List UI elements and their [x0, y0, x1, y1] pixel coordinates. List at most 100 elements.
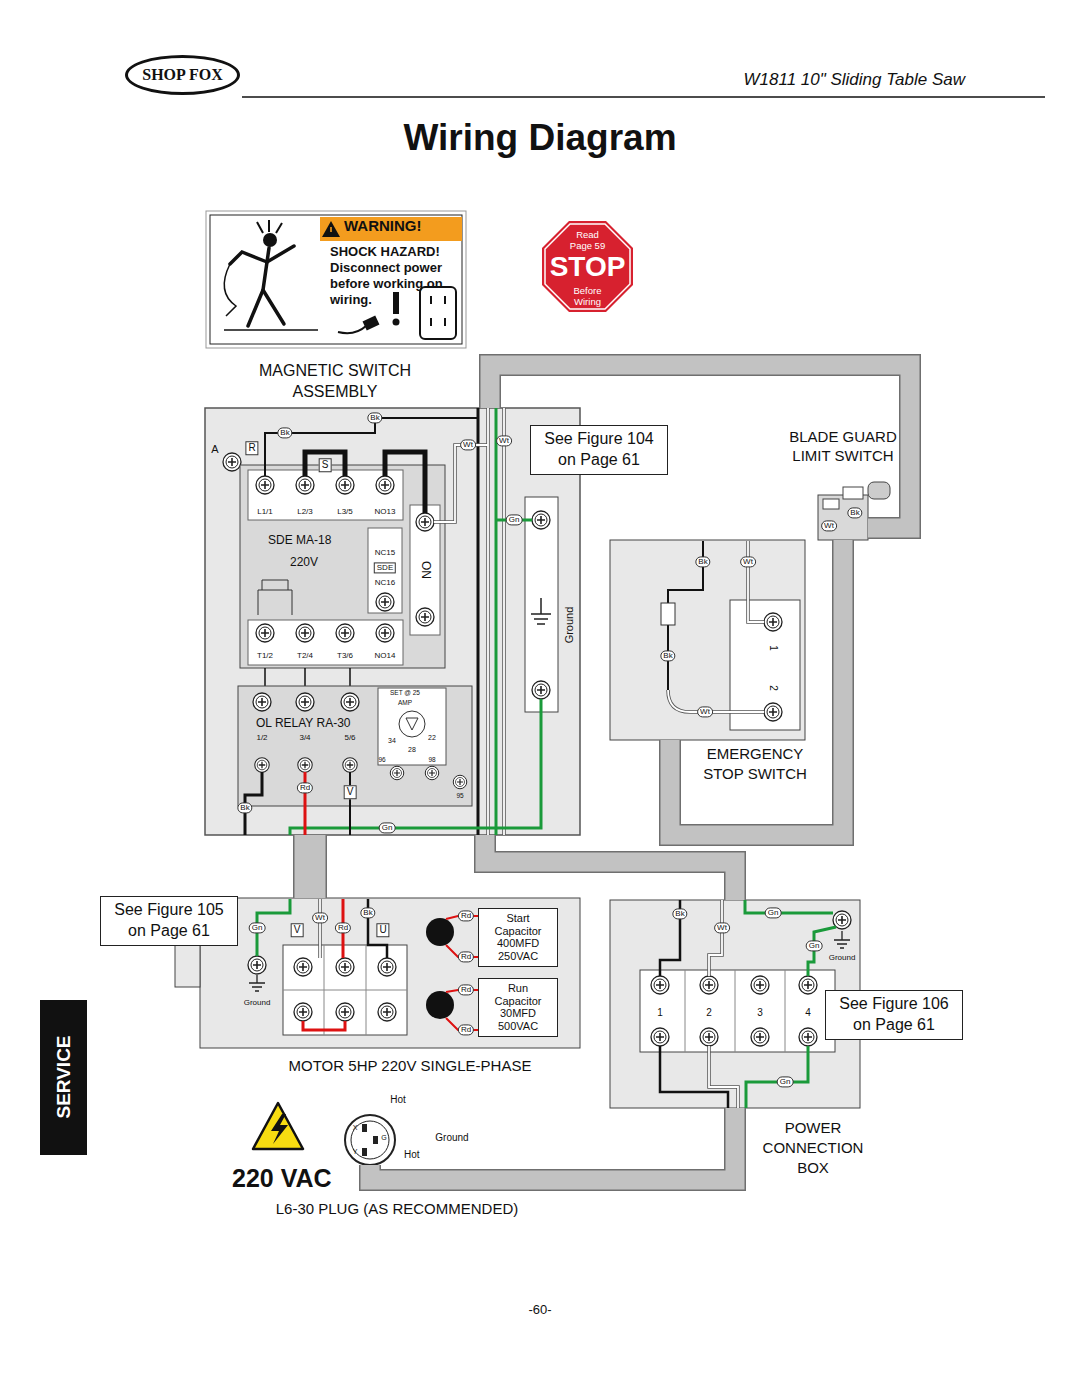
brand-logo: SHOP FOX: [125, 55, 240, 95]
conduit-cable: [670, 540, 843, 835]
limit-switch: BLADE GUARD LIMIT SWITCH: [818, 495, 868, 540]
label-text: SET @ 25: [390, 689, 420, 696]
warning-label-art-part: [363, 316, 380, 331]
label-text: L3/5: [337, 507, 353, 516]
label-text: G: [381, 1134, 386, 1142]
plug-art-part: [345, 1115, 395, 1165]
power-box-art-part: [799, 976, 817, 994]
label-text: 5/6: [344, 733, 355, 742]
wire-color-tag: Gn: [765, 907, 782, 918]
label-text: 28: [408, 746, 416, 754]
warning-label-art-part: [431, 296, 445, 326]
section-tab: SERVICE: [40, 1000, 87, 1155]
wire-color-tag: Rd: [458, 1024, 474, 1035]
label-text: L2/3: [297, 507, 313, 516]
motor-art-part: [378, 958, 396, 976]
label-text: Hot: [404, 1149, 420, 1161]
node-text: SHOP FOX: [128, 65, 237, 84]
magnetic-switch-box: MAGNETIC SWITCH ASSEMBLYSDE MA-18220VOL …: [205, 408, 580, 835]
node-text: 220V: [290, 555, 330, 569]
magnetic-switch-art-part: [290, 408, 541, 835]
magnetic-switch-art-part: [390, 766, 404, 780]
label-text: 3: [757, 1007, 763, 1019]
emergency-stop-art-part: [668, 541, 764, 712]
node-text: BLADE GUARD LIMIT SWITCH: [785, 427, 901, 465]
magnetic-switch-art-part: [296, 693, 314, 711]
header-rule-part: [242, 96, 1045, 98]
wire-color-tag: Rd: [458, 910, 474, 921]
motor-art-part: [200, 898, 580, 1048]
label-text: NO13: [375, 507, 396, 516]
power-box-art-part: [751, 976, 769, 994]
warning-label-art-part: [257, 220, 282, 233]
power-box-art-part: [799, 1028, 817, 1046]
warning-label-art-part: [224, 264, 236, 316]
hazard-triangle-part: [253, 1103, 303, 1149]
plug-art-part: [362, 1124, 367, 1132]
power-box-art-part: [685, 970, 785, 1052]
node-text: Start Capacitor 400MFD 250VAC: [485, 912, 551, 963]
emergency-stop-art: [610, 540, 805, 740]
stop-sign: Read Page 59STOPBefore Wiring: [542, 221, 633, 312]
motor-art-part: [318, 899, 322, 958]
warning-label: WARNING!SHOCK HAZARD! Disconnect power b…: [206, 211, 466, 348]
wire-color-tag: Rd: [335, 922, 351, 933]
emergency-stop-art-part: [764, 703, 782, 721]
warning-label-art-part: [330, 227, 332, 232]
wire-color-tag: Bk: [237, 802, 252, 813]
motor-art-part: [336, 1003, 354, 1021]
conduit-fill: [485, 835, 735, 900]
terminal-letter: V: [291, 923, 304, 937]
motor-box: MOTOR 5HP 220V SINGLE-PHASEStart Capacit…: [200, 898, 580, 1048]
node-text: See Figure 104 on Page 61: [537, 429, 661, 471]
terminal-letter: R: [245, 441, 258, 455]
label-text: A: [211, 443, 218, 456]
warning-label-art-part: [338, 326, 366, 333]
node-text: L6-30 PLUG (AS RECOMMENDED): [270, 1200, 524, 1218]
power-box-art-part: [700, 1028, 718, 1046]
conduit-outline: [490, 365, 910, 528]
power-box-art-part: [651, 1028, 669, 1046]
motor-art-part: [426, 918, 454, 946]
motor-art-part: [248, 956, 266, 974]
magnetic-switch-art-part: [253, 693, 271, 711]
magnetic-switch-art-part: [298, 758, 312, 772]
magnetic-switch-art-part: [410, 505, 440, 635]
conduit-fill: [490, 365, 910, 528]
magnetic-switch-art-part: [256, 476, 274, 494]
magnetic-switch-art-part: [406, 718, 418, 730]
magnetic-switch-art-part: [376, 476, 394, 494]
emergency-stop-art-part: [661, 603, 675, 625]
power-box-art-part: [610, 900, 860, 1108]
conduit-outline: [670, 540, 843, 835]
limit-switch-art-part: [823, 499, 839, 509]
wire-color-tag: Wt: [714, 922, 730, 933]
magnetic-switch-art-part: [525, 497, 558, 712]
conduit-cable: [370, 1108, 735, 1180]
label-text: 1/2: [256, 733, 267, 742]
figure-callout: See Figure 106 on Page 61: [825, 990, 963, 1040]
warning-label-art-part: [420, 287, 456, 339]
motor-art-part: [446, 916, 478, 1030]
node-text: Ground: [563, 607, 576, 644]
motor-art-part: [303, 899, 345, 1030]
plug-art: [345, 1115, 395, 1165]
warning-label-art-part: [206, 211, 466, 348]
node-text: MOTOR 5HP 220V SINGLE-PHASE: [240, 1057, 580, 1075]
terminal-letter: V: [344, 785, 357, 799]
magnetic-switch-art-part: [349, 772, 351, 835]
label-text: T1/2: [257, 651, 273, 660]
motor-art-part: [426, 991, 454, 1019]
magnetic-switch-art-part: [296, 476, 314, 494]
label-text: Y: [353, 1148, 358, 1156]
motor-art-part: [378, 1003, 396, 1021]
warning-label-art-part: [210, 215, 462, 344]
label-text: 96: [378, 756, 385, 763]
label-text: 3/4: [299, 733, 310, 742]
power-box-art-part: [834, 931, 850, 948]
magnetic-switch-art-part: [223, 453, 241, 471]
node-text: See Figure 105 on Page 61: [107, 900, 231, 942]
warning-label-art: [206, 211, 466, 348]
wire-color-tag: Rd: [458, 984, 474, 995]
